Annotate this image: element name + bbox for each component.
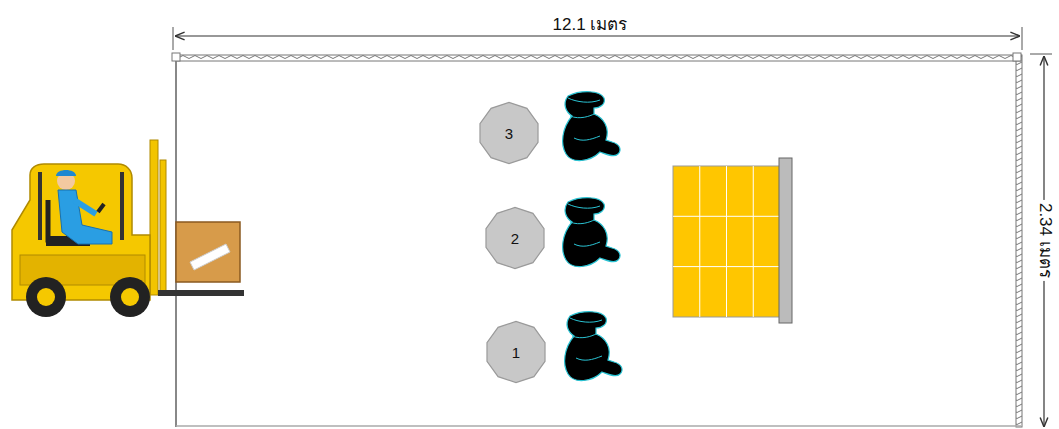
station-octagon: 2 (483, 206, 547, 270)
worker-figure (565, 312, 622, 381)
station-octagon: 3 (477, 101, 541, 165)
worker-figure (563, 198, 620, 267)
dimension-tick (1030, 54, 1052, 55)
corner-post (1013, 53, 1021, 61)
callout-number: 3 (505, 125, 513, 142)
worker-figure (563, 92, 620, 161)
top-wall (176, 55, 1021, 61)
corner-post (172, 53, 180, 61)
callout-number: 2 (511, 230, 519, 247)
right-wall (1016, 55, 1022, 427)
callout-number: 1 (512, 344, 520, 361)
pallet-stack (673, 158, 792, 323)
dimension-label: 2.34 เมตร (1035, 200, 1054, 281)
forklift (12, 140, 244, 317)
dimension-label: 12.1 เมตร (550, 16, 631, 35)
dimension-tick (1022, 27, 1023, 50)
station-octagon: 1 (484, 320, 548, 384)
bottom-wall (176, 425, 1021, 427)
dimension-line (175, 35, 1020, 36)
dimension-tick (173, 27, 174, 50)
